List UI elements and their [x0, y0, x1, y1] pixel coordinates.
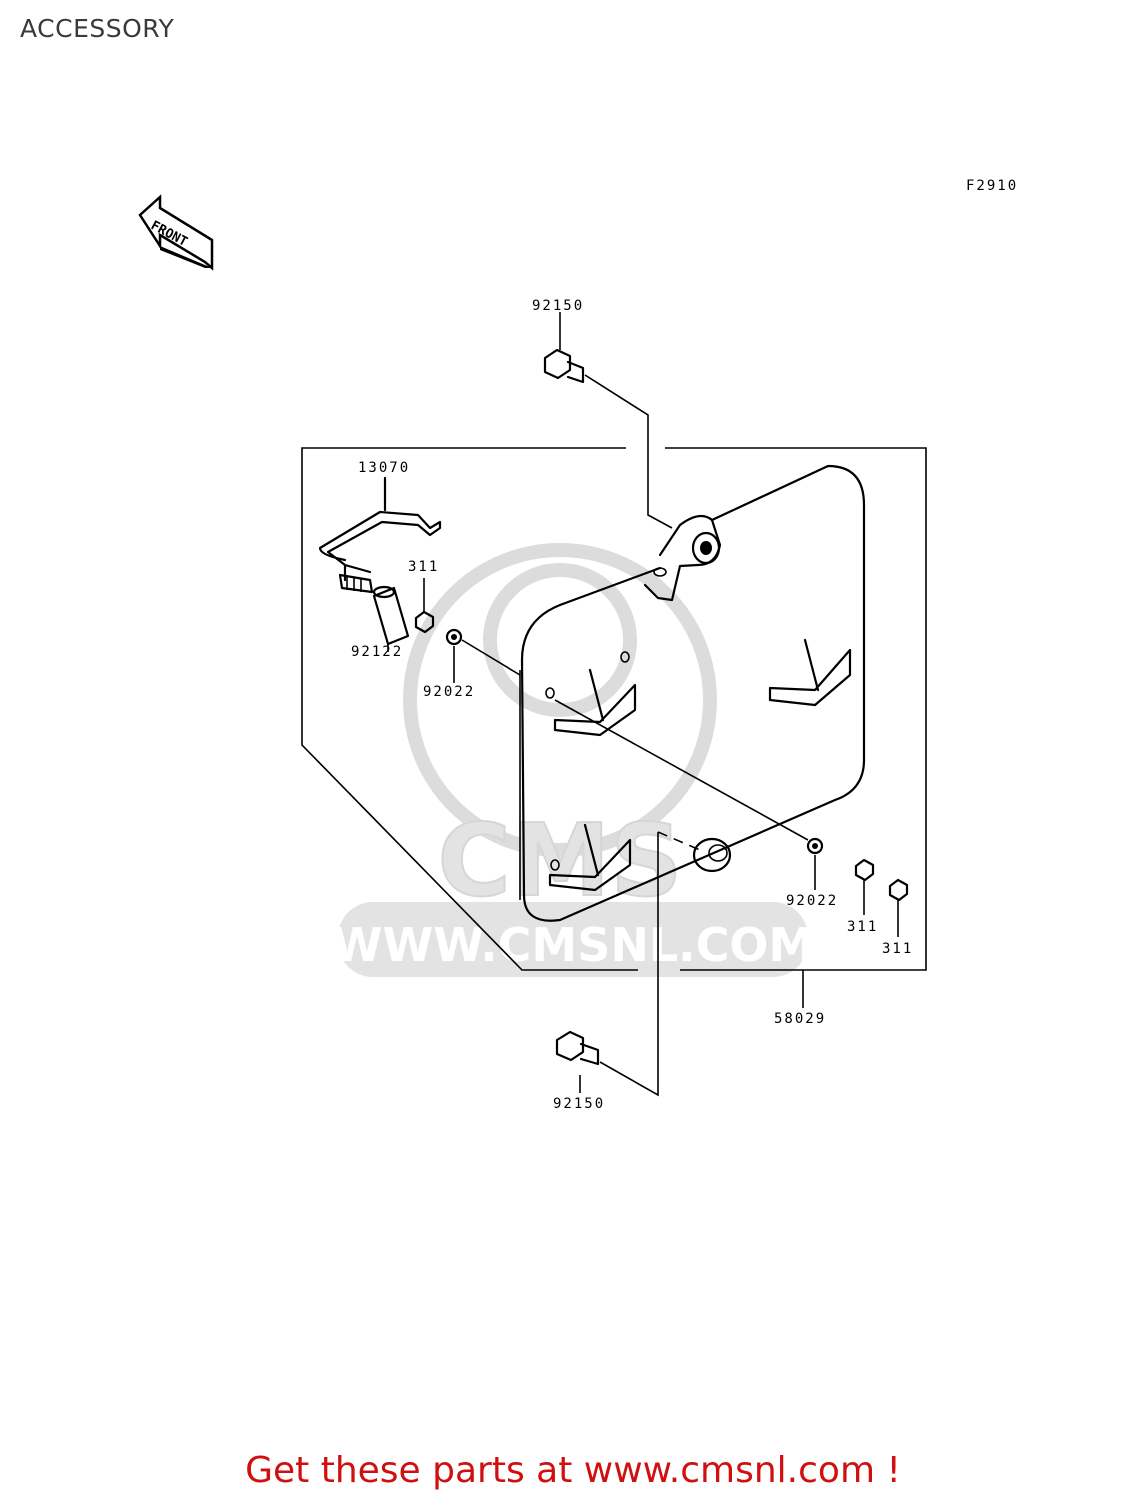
watermark-ring [403, 543, 717, 857]
callout-92122: 92122 [351, 644, 403, 660]
nut-311-c [888, 878, 909, 902]
callout-58029: 58029 [774, 1011, 826, 1027]
callout-92022-b: 92022 [786, 893, 838, 909]
support-stay [318, 476, 442, 594]
washer-92022-a [445, 628, 463, 646]
footer-link[interactable]: Get these parts at www.cmsnl.com ! [245, 1450, 901, 1491]
watermark-face [483, 563, 637, 717]
top-mount-bracket [643, 514, 722, 602]
callout-311-a: 311 [408, 559, 439, 575]
callout-92150-bottom: 92150 [553, 1096, 605, 1112]
top-flange-bolt [543, 312, 673, 529]
page-title: ACCESSORY [20, 14, 175, 43]
callout-92150-top: 92150 [532, 298, 584, 314]
callout-311-b: 311 [847, 919, 878, 935]
bottom-mount-boss [692, 837, 732, 873]
washer-92022-b [806, 837, 824, 855]
spacer-collar [372, 585, 410, 652]
callout-13070: 13070 [358, 460, 410, 476]
callout-labels: 92150 13070 311 92122 92022 92022 311 31… [351, 298, 913, 1112]
callout-311-c: 311 [882, 941, 913, 957]
watermark-logo-text: CMS [438, 802, 683, 919]
bottom-flange-bolt [555, 831, 701, 1097]
callout-92022-a: 92022 [423, 684, 475, 700]
front-arrow-icon: FRONT [138, 194, 214, 271]
watermark-banner [338, 902, 808, 977]
nut-311-b [854, 858, 875, 882]
figure-code: F2910 [966, 178, 1018, 194]
hardware-small [414, 578, 909, 1008]
accessory-box-outline [520, 464, 866, 922]
watermark-url-text: WWW.CMSNL.COM [332, 918, 815, 972]
reflector-marks [545, 638, 852, 892]
cms-watermark: CMS WWW.CMSNL.COM [332, 543, 815, 977]
